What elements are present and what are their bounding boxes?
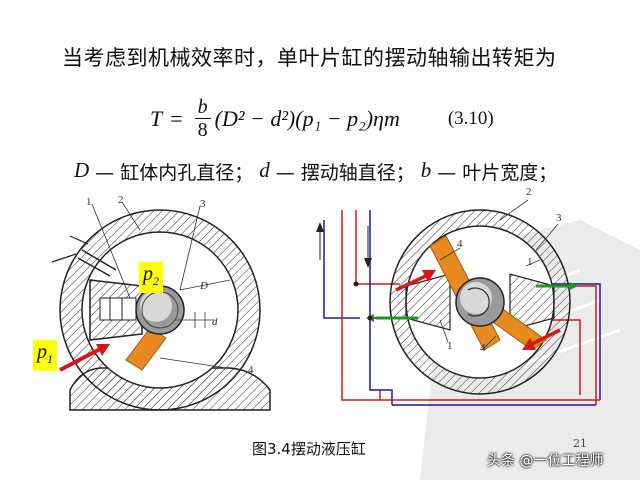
fraction-denominator: 8 <box>197 119 208 141</box>
right-label-1b: 1 <box>447 340 453 352</box>
right-label-4b: 4 <box>480 342 486 354</box>
left-label-3: 3 <box>200 198 206 210</box>
left-label-d: d <box>212 316 218 328</box>
blue-line-left <box>323 220 360 319</box>
formula-fraction: b 8 <box>194 96 211 141</box>
left-label-1: 1 <box>86 196 92 208</box>
def-d-text: — 摆动轴直径； <box>275 162 415 184</box>
shaft-highlight <box>140 290 172 322</box>
page-number: 21 <box>573 437 587 450</box>
torque-formula: T = b 8 (D² − d²)(p₁ − p₂)ηm (3.10) <box>150 96 494 141</box>
right-cylinder-diagram <box>316 199 601 406</box>
seal-slot <box>99 297 137 321</box>
def-b-text: — 叶片宽度； <box>437 162 558 184</box>
def-b-symbol: b <box>420 158 432 182</box>
fraction-numerator: b <box>194 96 211 119</box>
right-label-3: 3 <box>556 212 562 224</box>
red-line-left <box>341 210 381 401</box>
symbol-definitions: D — 缸体内孔直径； d — 摆动轴直径； b — 叶片宽度； <box>74 158 557 185</box>
left-label-D: D <box>200 280 208 292</box>
def-D-text: — 缸体内孔直径； <box>95 162 254 184</box>
right-label-1a: 1 <box>527 256 533 268</box>
figure-caption: 图3.4摆动液压缸 <box>252 440 366 458</box>
right-red-arrow-1 <box>395 272 431 292</box>
def-D-symbol: D <box>74 158 90 182</box>
p1-flow-arrow <box>59 346 103 372</box>
intro-text: 当考虑到机械效率时，单叶片缸的摆动轴输出转矩为 <box>62 46 557 70</box>
formula-equals: = <box>170 105 183 131</box>
right-label-2: 2 <box>526 186 532 198</box>
left-label-2: 2 <box>118 194 124 206</box>
equation-number: (3.10) <box>447 107 494 129</box>
p1-label: p1 <box>33 340 57 371</box>
left-cylinder-diagram <box>51 201 271 411</box>
left-label-4: 4 <box>248 364 254 376</box>
right-label-4a: 4 <box>457 238 463 250</box>
brand-watermark: 头条 @一位工程师 <box>487 453 604 469</box>
right-stator-left <box>405 273 451 331</box>
def-d-symbol: d <box>259 158 270 182</box>
right-red-arrow-2 <box>527 328 561 348</box>
formula-lhs: T <box>150 105 163 131</box>
formula-rhs: (D² − d²)(p₁ − p₂)ηm <box>214 105 400 131</box>
blue-line-left2 <box>369 210 393 405</box>
p2-label: p2 <box>139 262 163 293</box>
